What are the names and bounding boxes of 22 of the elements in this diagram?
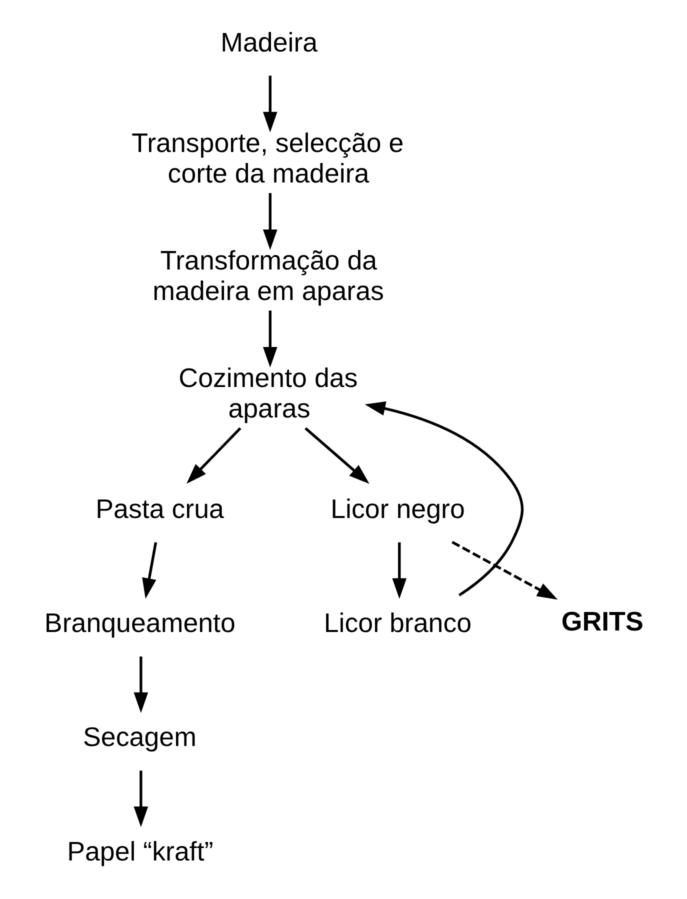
- node-text: Pasta crua: [95, 494, 224, 524]
- arrow: [392, 542, 406, 599]
- arrow: [133, 770, 148, 828]
- arrow: [142, 542, 157, 599]
- node-text: Papel “kraft”: [66, 836, 213, 866]
- node-text: Transformação da madeira em aparas: [152, 246, 384, 306]
- arrow: [262, 193, 277, 250]
- node-text: Madeira: [220, 27, 318, 58]
- arrow: [186, 427, 241, 484]
- arrow: [133, 656, 148, 713]
- node-text: GRITS: [560, 606, 643, 636]
- node-text: Licor negro: [330, 494, 464, 524]
- arrow: [262, 310, 277, 368]
- arrow: [304, 427, 369, 484]
- arrow: [262, 76, 277, 132]
- node-text: Cozimento das aparas: [178, 363, 358, 424]
- arrow: [364, 401, 524, 596]
- node-text: Branqueamento: [44, 608, 235, 638]
- node-text: Licor branco: [323, 608, 472, 638]
- arrow: [451, 540, 558, 600]
- node-text: Transporte, selecção e corte da madeira: [131, 128, 404, 188]
- node-text: Secagem: [82, 722, 196, 752]
